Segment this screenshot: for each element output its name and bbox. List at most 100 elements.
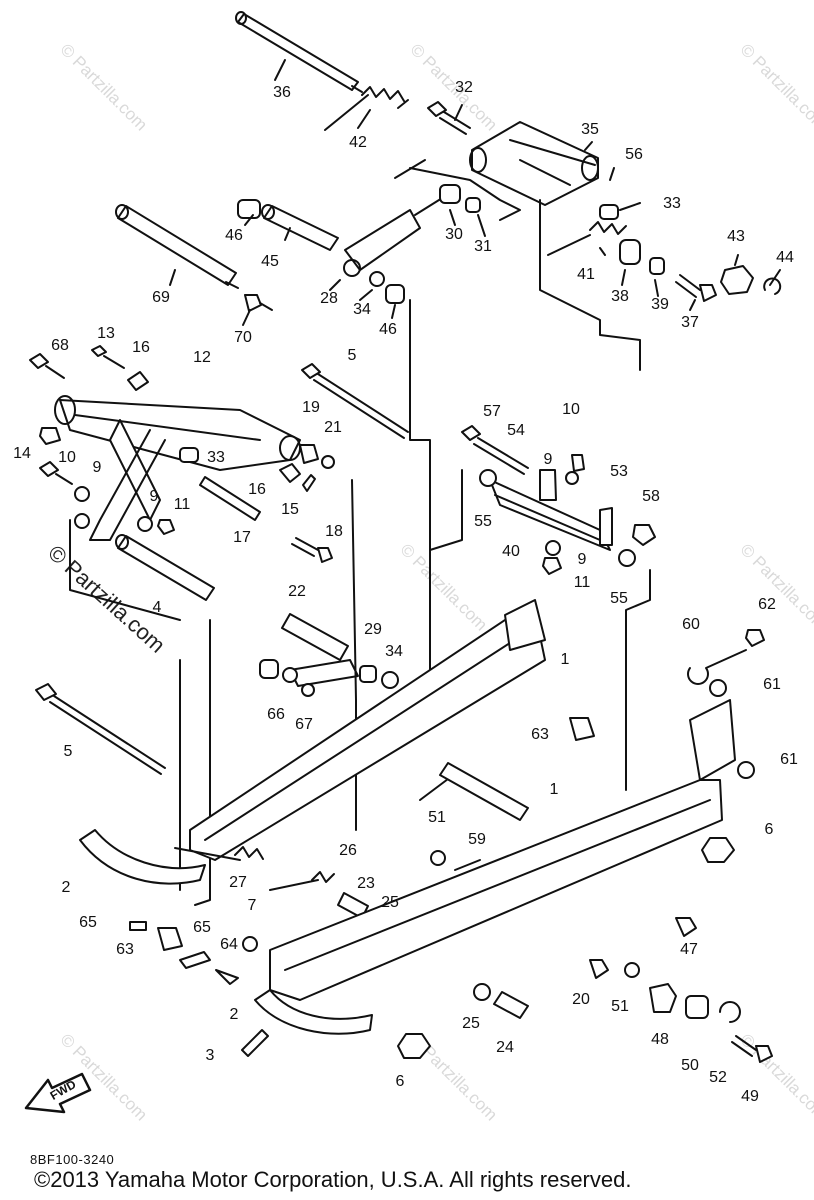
bushing-part-48 — [649, 983, 677, 1013]
bolt-part-10 — [39, 461, 73, 485]
callout-number: 40 — [502, 543, 520, 560]
callout-number: 37 — [681, 314, 699, 331]
callout-number: 16 — [132, 339, 150, 356]
callout-number: 32 — [455, 79, 473, 96]
callout-number: 44 — [776, 249, 794, 266]
callout-number: 14 — [13, 445, 31, 462]
shaft-part-4 — [115, 534, 215, 601]
callout-number: 33 — [207, 449, 225, 466]
callout-number: 15 — [281, 501, 299, 518]
collar-part-34 — [369, 271, 385, 287]
tube-part-24 — [493, 991, 529, 1019]
callout-number: 34 — [353, 301, 371, 318]
callout-number: 26 — [339, 842, 357, 859]
shock-absorber-part-28 — [343, 189, 456, 277]
callout-number: 12 — [193, 349, 211, 366]
rivet-part-64 — [215, 969, 239, 985]
nut-part-58 — [632, 524, 656, 546]
callout-number: 65 — [79, 914, 97, 931]
callout-number: 65 — [193, 919, 211, 936]
washer-part-61 — [709, 679, 727, 697]
callout-number: 45 — [261, 253, 279, 270]
callout-number: 9 — [577, 551, 587, 568]
callout-number: 31 — [474, 238, 492, 255]
bolt-part-32 — [427, 101, 471, 135]
callout-number: 35 — [581, 121, 599, 138]
shaft-part-69 — [115, 204, 239, 289]
washer-part-9d — [565, 471, 579, 485]
callout-number: 43 — [727, 228, 745, 245]
nut-part-6b — [397, 1033, 431, 1059]
bracket-part-16b — [279, 463, 301, 483]
bolt-part-68 — [29, 353, 65, 379]
shaft-part-36 — [235, 11, 363, 93]
callout-number: 49 — [741, 1088, 759, 1105]
callout-number: 29 — [364, 621, 382, 638]
washer-part-9c — [74, 513, 90, 529]
callout-number: 22 — [288, 583, 306, 600]
bolt-part-18 — [291, 537, 319, 557]
forward-arrow-icon — [24, 1072, 92, 1114]
washer-part-55b — [618, 549, 636, 567]
bolt-part-70 — [244, 294, 273, 312]
callout-number: 10 — [58, 449, 76, 466]
slider-part-60 — [687, 649, 747, 685]
spring-part-41 — [547, 221, 627, 256]
bolt-part-20 — [589, 959, 609, 979]
washer-part-55 — [479, 469, 497, 487]
callout-number: 17 — [233, 529, 251, 546]
bracket-part-35 — [469, 121, 599, 206]
callout-number: 25 — [381, 894, 399, 911]
callout-number: 24 — [496, 1039, 514, 1056]
bolt-part-5b — [35, 683, 166, 775]
bolt-part-5 — [301, 363, 409, 439]
shaft-part-17 — [199, 476, 261, 521]
callout-number: 18 — [325, 523, 343, 540]
plate-part-65b — [179, 951, 211, 969]
callout-number: 33 — [663, 195, 681, 212]
diagram-code: 8BF100-3240 — [30, 1152, 115, 1167]
callout-number: 11 — [173, 496, 191, 513]
callout-number: 3 — [205, 1047, 215, 1064]
callout-number: 50 — [681, 1057, 699, 1074]
callout-number: 9 — [149, 488, 159, 505]
callout-number: 51 — [611, 998, 629, 1015]
bushing-part-31 — [465, 197, 481, 213]
stopper-part-63b — [157, 927, 183, 951]
callout-number: 19 — [302, 399, 320, 416]
nut-part-62 — [745, 629, 765, 647]
tube-part-45 — [261, 204, 339, 251]
callout-number: 54 — [507, 422, 525, 439]
washer-part-9e — [545, 540, 561, 556]
bushing-part-33b — [179, 447, 199, 463]
callout-number: 62 — [758, 596, 776, 613]
callout-number: 2 — [61, 879, 71, 896]
front-arm-part-12 — [54, 395, 301, 541]
clamp-part-14 — [39, 427, 61, 445]
callout-number: 36 — [273, 84, 291, 101]
callout-number: 52 — [709, 1069, 727, 1086]
screw-part-3 — [241, 1029, 269, 1057]
callout-number: 68 — [51, 337, 69, 354]
callout-number: 63 — [116, 941, 134, 958]
callout-number: 69 — [152, 289, 170, 306]
callout-number: 47 — [680, 941, 698, 958]
callout-number: 1 — [560, 651, 570, 668]
callout-number: 11 — [573, 574, 591, 591]
pin-part-15 — [302, 474, 316, 492]
collar-part-25b — [473, 983, 491, 1001]
collar-part-39 — [649, 257, 665, 275]
callout-number: 46 — [225, 227, 243, 244]
slide-rail-part-1 — [189, 599, 546, 861]
slide-rail-part-1b — [269, 699, 736, 1001]
callout-number: 39 — [651, 296, 669, 313]
bolt-part-13 — [91, 345, 125, 369]
spring-part-27 — [234, 846, 264, 860]
nut-part-6 — [701, 837, 735, 863]
callout-number: 21 — [324, 419, 342, 436]
bolt-part-10b — [571, 454, 585, 472]
washer-part-9b — [137, 516, 153, 532]
callout-number: 46 — [379, 321, 397, 338]
washer-part-21 — [321, 455, 335, 469]
callout-number: 61 — [763, 676, 781, 693]
